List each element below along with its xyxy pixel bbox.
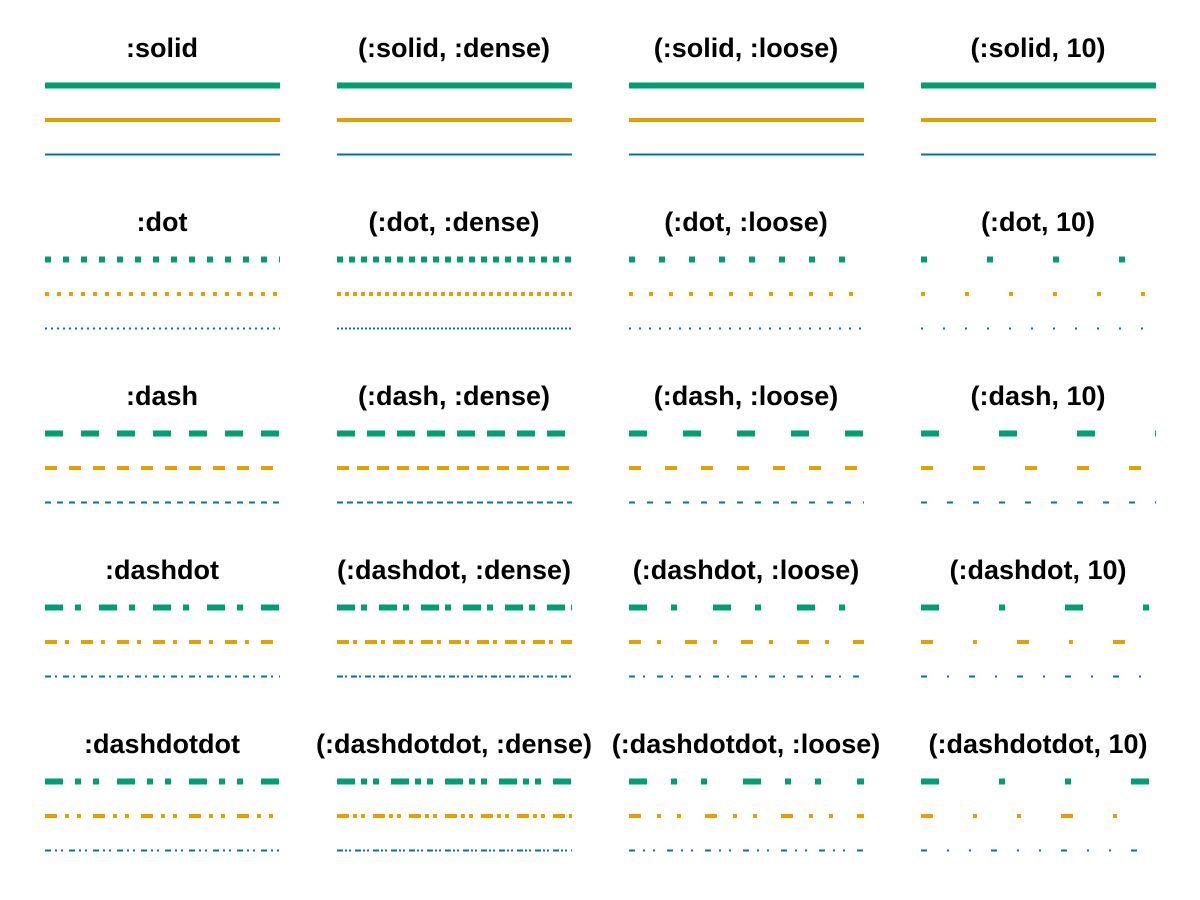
linestyle-label: (:dash, :loose)	[653, 381, 839, 411]
linestyle-label: (:dot, :loose)	[664, 207, 828, 237]
linestyle-preview	[920, 604, 1156, 678]
linestyle-cell-dashdot-10: (:dashdot, 10)	[892, 535, 1184, 709]
linestyle-preview	[628, 430, 864, 504]
linestyle-label: :dashdot	[105, 555, 219, 585]
linestyle-preview	[336, 778, 572, 852]
linestyle-label: :dot	[136, 207, 188, 237]
linestyle-preview	[920, 430, 1156, 504]
linestyle-label: (:solid, :loose)	[653, 33, 839, 63]
linestyle-preview	[336, 430, 572, 504]
linestyle-cell-dashdotdot-normal: :dashdotdot	[16, 709, 308, 883]
linestyle-label: (:dot, :dense)	[368, 207, 540, 237]
linestyle-cell-dot-loose: (:dot, :loose)	[600, 187, 892, 361]
linestyle-preview	[44, 256, 280, 330]
linestyle-cell-dot-10: (:dot, 10)	[892, 187, 1184, 361]
linestyle-preview	[628, 604, 864, 678]
linestyle-preview	[336, 604, 572, 678]
linestyle-cell-dashdot-dense: (:dashdot, :dense)	[308, 535, 600, 709]
linestyle-cell-dashdot-normal: :dashdot	[16, 535, 308, 709]
linestyle-cell-dashdotdot-dense: (:dashdotdot, :dense)	[308, 709, 600, 883]
linestyle-cell-solid-loose: (:solid, :loose)	[600, 13, 892, 187]
linestyle-label: (:dashdot, 10)	[949, 555, 1127, 585]
linestyle-cell-dash-normal: :dash	[16, 361, 308, 535]
linestyle-preview	[336, 82, 572, 156]
linestyle-label: (:solid, 10)	[970, 33, 1106, 63]
linestyle-preview	[44, 604, 280, 678]
linestyle-cell-dash-loose: (:dash, :loose)	[600, 361, 892, 535]
linestyle-preview	[44, 778, 280, 852]
linestyle-cell-solid-dense: (:solid, :dense)	[308, 13, 600, 187]
linestyle-cell-dash-dense: (:dash, :dense)	[308, 361, 600, 535]
linestyle-preview	[44, 82, 280, 156]
linestyle-cell-dash-10: (:dash, 10)	[892, 361, 1184, 535]
linestyle-cell-dashdot-loose: (:dashdot, :loose)	[600, 535, 892, 709]
linestyle-label: :dash	[125, 381, 198, 411]
linestyle-preview	[628, 256, 864, 330]
linestyle-label: (:dashdotdot, :loose)	[611, 729, 881, 759]
linestyle-preview	[920, 778, 1156, 852]
linestyle-cell-solid-normal: :solid	[16, 13, 308, 187]
linestyle-label: (:dash, 10)	[970, 381, 1106, 411]
linestyle-preview	[920, 82, 1156, 156]
linestyle-label: (:dashdot, :loose)	[632, 555, 860, 585]
linestyle-label: (:dashdotdot, 10)	[928, 729, 1148, 759]
linestyle-label: (:dot, 10)	[981, 207, 1095, 237]
linestyle-cell-dashdotdot-10: (:dashdotdot, 10)	[892, 709, 1184, 883]
linestyle-preview	[628, 82, 864, 156]
linestyle-preview	[920, 256, 1156, 330]
linestyle-label: (:dashdot, :dense)	[337, 555, 571, 585]
linestyle-cell-dashdotdot-loose: (:dashdotdot, :loose)	[600, 709, 892, 883]
linestyle-preview	[628, 778, 864, 852]
linestyle-preview	[336, 256, 572, 330]
linestyle-label: (:solid, :dense)	[357, 33, 550, 63]
linestyle-label: :solid	[126, 33, 198, 63]
linestyle-label: (:dashdotdot, :dense)	[316, 729, 592, 759]
linestyle-cell-solid-10: (:solid, 10)	[892, 13, 1184, 187]
linestyle-preview	[44, 430, 280, 504]
linestyle-label: (:dash, :dense)	[357, 381, 551, 411]
linestyle-cell-dot-normal: :dot	[16, 187, 308, 361]
linestyle-label: :dashdotdot	[84, 729, 240, 759]
linestyle-cell-dot-dense: (:dot, :dense)	[308, 187, 600, 361]
